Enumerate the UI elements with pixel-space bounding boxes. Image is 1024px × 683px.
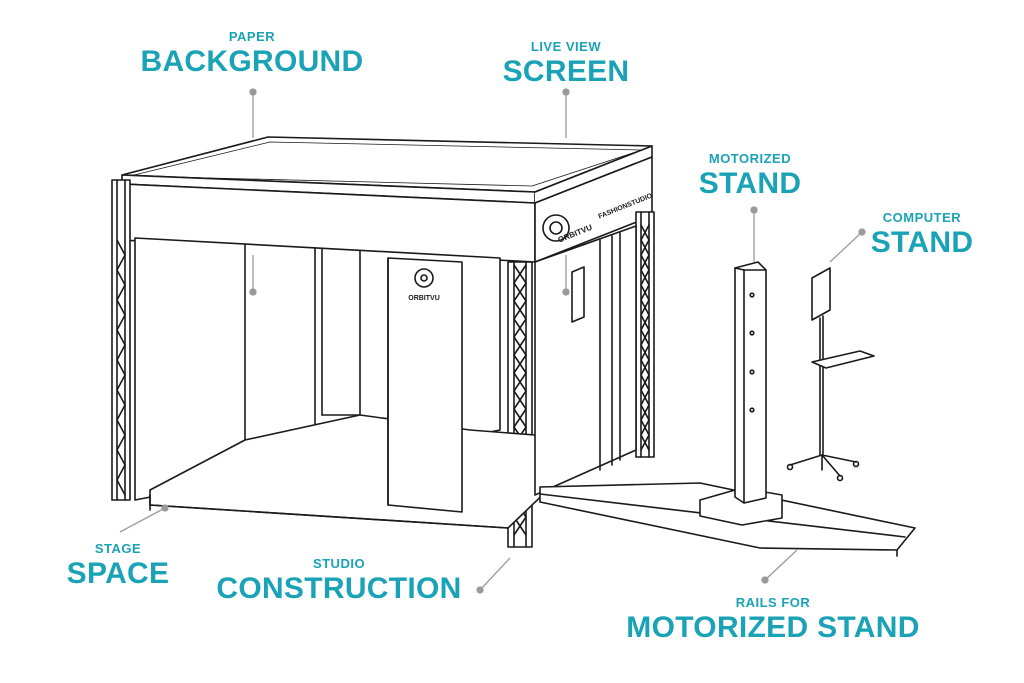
label-computer-stand-big: STAND <box>870 226 974 259</box>
stage-floor <box>149 414 601 529</box>
column-logo-text: ORBITVU <box>408 295 440 302</box>
central-column <box>387 257 463 513</box>
label-studio-construction: STUDIO CONSTRUCTION <box>204 557 474 604</box>
label-studio-construction-big: CONSTRUCTION <box>216 572 462 605</box>
label-stage-space-small: STAGE <box>94 541 142 556</box>
computer-stand <box>786 267 875 482</box>
label-computer-stand: COMPUTER STAND <box>860 211 984 258</box>
left-front-truss <box>111 179 131 501</box>
label-paper-background-small: PAPER <box>228 29 276 44</box>
leader-lines <box>119 88 866 594</box>
label-live-view-screen-small: LIVE VIEW <box>530 39 602 54</box>
label-rails-small: RAILS FOR <box>735 595 811 610</box>
label-motorized-stand-big: STAND <box>698 167 802 200</box>
label-studio-construction-small: STUDIO <box>312 556 366 571</box>
label-paper-background: PAPER BACKGROUND <box>134 30 370 77</box>
label-computer-stand-small: COMPUTER <box>882 210 962 225</box>
label-rails: RAILS FOR MOTORIZED STAND <box>612 596 934 643</box>
back-right-truss <box>635 211 655 458</box>
label-motorized-stand: MOTORIZED STAND <box>690 152 810 199</box>
label-rails-big: MOTORIZED STAND <box>626 611 920 644</box>
motorized-stand <box>699 261 783 526</box>
label-motorized-stand-small: MOTORIZED <box>708 151 792 166</box>
live-view-screen <box>571 266 585 323</box>
label-stage-space-big: SPACE <box>66 557 170 590</box>
label-live-view-screen-big: SCREEN <box>502 55 630 88</box>
label-paper-background-big: BACKGROUND <box>140 45 364 78</box>
label-stage-space: STAGE SPACE <box>56 542 180 589</box>
label-live-view-screen: LIVE VIEW SCREEN <box>496 40 636 87</box>
side-opening <box>534 225 637 496</box>
